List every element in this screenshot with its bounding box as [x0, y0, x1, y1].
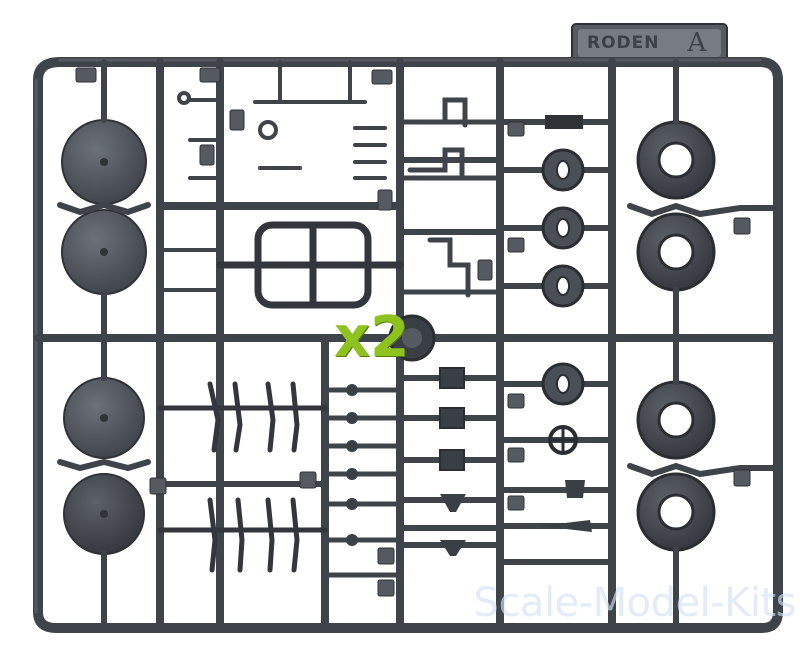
frame-dividers: [34, 58, 782, 632]
small-parts-top: [158, 60, 387, 292]
chassis-part: [216, 221, 404, 309]
disc-mid-left: [61, 209, 147, 295]
sprue-letter: A: [687, 28, 708, 58]
tire-bottom-right: [636, 472, 716, 552]
brand-name: RODEN: [587, 33, 660, 53]
small-rings-top: [497, 115, 615, 308]
brackets-bottom: [397, 367, 503, 556]
disc-top-left: [61, 119, 147, 205]
levers-bottom-left: [157, 381, 328, 573]
brand-logo: RODEN A: [575, 27, 725, 59]
levers-top: [397, 97, 503, 298]
disc-lower-left: [63, 377, 145, 459]
small-rings-bottom: [497, 362, 615, 565]
center-hub: [388, 314, 436, 362]
tire-mid-right: [636, 212, 716, 292]
part-number-tabs: [75, 67, 751, 597]
tire-top-right: [636, 120, 716, 200]
disc-bottom-left: [63, 473, 145, 555]
brand-tab: [571, 23, 728, 63]
outer-frame: [33, 57, 783, 633]
watermark-text: Scale-Model-Kits: [473, 580, 797, 626]
knobs-column: [322, 384, 403, 578]
quantity-multiplier: x2: [334, 305, 410, 370]
tire-lower-right: [636, 380, 716, 460]
